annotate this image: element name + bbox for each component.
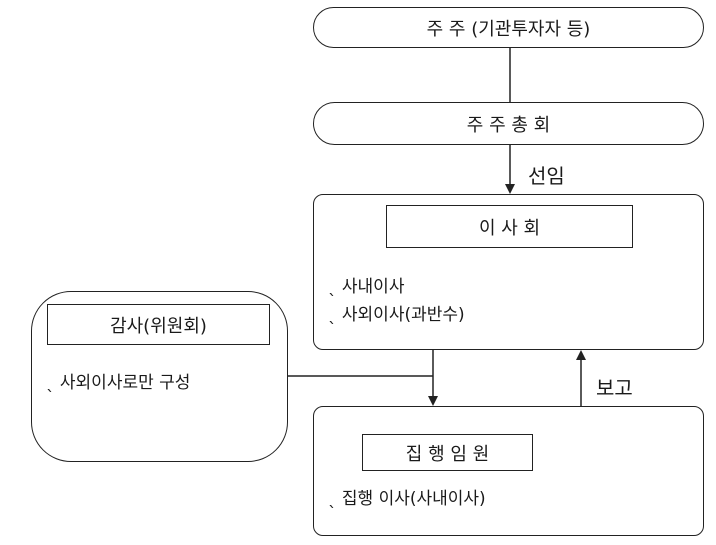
shareholders-label: 주 주 (기관투자자 등) [426,18,591,40]
board-item-inside-director: ˎ 사내이사 [328,277,405,297]
board-item-outside-director: ˎ 사외이사(과반수) [328,305,465,325]
shareholders-box: 주 주 (기관투자자 등) [313,7,704,48]
audit-item-composition: ˎ 사외이사로만 구성 [46,373,191,393]
board-title-box: 이 사 회 [386,205,633,248]
audit-title: 감사(위원회) [110,315,207,337]
executives-title-box: 집 행 임 원 [362,434,533,471]
audit-title-box: 감사(위원회) [47,304,270,345]
report-label: 보고 [596,376,633,400]
executives-item-executive-director: ˎ 집행 이사(사내이사) [328,489,486,509]
board-title: 이 사 회 [478,217,541,239]
general-meeting-label: 주 주 총 회 [466,114,551,136]
appoint-label: 선임 [528,164,565,188]
general-meeting-box: 주 주 총 회 [313,102,704,145]
executives-title: 집 행 임 원 [405,443,490,465]
executives-box [313,406,704,536]
